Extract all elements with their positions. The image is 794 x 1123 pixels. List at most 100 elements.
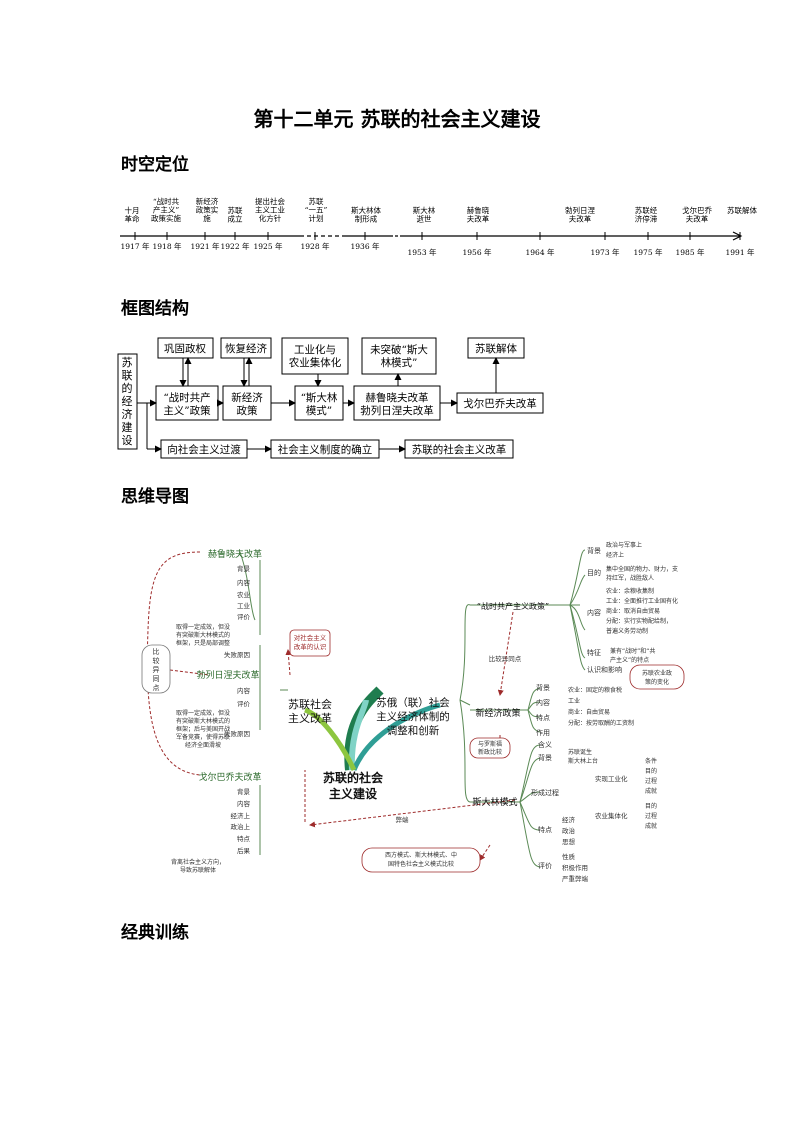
mm-compare-char: 异 — [153, 666, 160, 674]
mm-center-text: 主义建设 — [329, 786, 378, 801]
timeline-event-label: 主义工业 — [255, 205, 285, 215]
mm-leaf: 背景 — [536, 683, 550, 692]
mm-leaf: 评价 — [538, 862, 552, 870]
mm-leaf: 思想 — [562, 837, 576, 846]
timeline-event-label: 提出社会 — [255, 196, 285, 206]
frame-box-stalin — [294, 385, 344, 421]
mm-note: 西方模式、斯大林模式、中 — [385, 851, 457, 859]
mm-leaf: 条件 — [645, 757, 657, 765]
mm-left-main: 苏联社会 — [288, 697, 332, 711]
timeline-event-label: 苏联 — [309, 196, 324, 206]
timeline-event-label: 戈尔巴乔 — [682, 205, 712, 215]
mm-leaf: 商业：自由贸易 — [568, 708, 610, 716]
timeline-year: 1975 年 — [634, 247, 663, 257]
frame-top-text: 巩固政权 — [164, 342, 206, 355]
timeline-event-label: 计划 — [309, 213, 324, 223]
mm-leaf: 后果 — [237, 846, 251, 855]
timeline-event-label: 赫鲁晓 — [467, 205, 490, 215]
mm-note: 取得一定成效，但没 — [176, 623, 230, 631]
section-heading-exercises: 经典训练 — [121, 923, 189, 943]
mm-compare-char: 同 — [153, 675, 160, 683]
mm-leaf: 评价 — [237, 613, 251, 621]
mm-note: 经济全面滑坡 — [185, 741, 221, 749]
mm-compare-char: 较 — [153, 656, 160, 665]
mm-leaf: 性质 — [562, 852, 576, 861]
timeline-year: 1973 年 — [591, 247, 620, 257]
frame-box-reforms — [353, 385, 441, 421]
frame-box-industrialize — [281, 337, 349, 375]
mm-branch-stalin: 斯大林模式 — [472, 796, 517, 808]
mm-left-main: 主义改革 — [288, 711, 332, 725]
mm-leaf: 背景 — [237, 564, 251, 573]
mm-note: 框架，只是局部调整 — [176, 639, 230, 647]
timeline-year: 1925 年 — [254, 241, 283, 251]
mm-note: 有突破斯大林模式的 — [176, 717, 230, 725]
mm-leaf: 政治与军事上 — [606, 541, 642, 549]
timeline-event-label: 新经济 — [196, 196, 219, 206]
section-heading-mindmap: 思维导图 — [121, 487, 189, 507]
mm-leaf: 内容 — [237, 799, 251, 808]
mm-leaf: 普遍义务劳动制 — [606, 627, 648, 635]
mm-right-main: 苏俄（联）社会 — [376, 696, 450, 709]
timeline-year: 1917 年 — [121, 241, 150, 251]
timeline-event-label: 政策实施 — [151, 213, 181, 223]
mm-leaf: 特点 — [538, 825, 552, 834]
timeline-year: 1921 年 — [191, 241, 220, 251]
center-swoosh — [303, 686, 441, 772]
mind-map: 苏联的社会主义建设苏联社会主义改革苏俄（联）社会主义经济体制的调整和创新对社会主… — [141, 541, 685, 883]
mm-leaf: 政治 — [562, 826, 576, 835]
mm-branch-gorbachev: 戈尔巴乔夫改革 — [198, 771, 261, 783]
mm-leaf: 作用 — [536, 728, 550, 737]
mm-leaf: 工业：全面推行工业国有化 — [606, 597, 678, 605]
frame-bottom-text: 苏联的社会主义改革 — [412, 443, 507, 456]
mm-leaf: 成就 — [645, 822, 657, 830]
mm-leaf: 兼有“战时”和“共 — [610, 647, 655, 655]
mm-leaf: 商业：取消自由贸易 — [606, 607, 660, 615]
timeline-event-label: 苏联经 — [635, 205, 658, 215]
timeline-event-label: 斯大林 — [413, 205, 436, 215]
mm-note: 与罗斯福 — [478, 740, 502, 748]
mm-leaf: 内容 — [536, 698, 550, 707]
mm-leaf: 实现工业化 — [595, 774, 628, 783]
frame-top-text: 工业化与 — [294, 343, 336, 356]
mm-leaf: 严重弊端 — [562, 874, 589, 883]
mm-note: 取得一定成效，但没 — [176, 709, 230, 717]
timeline-event-label: 化方针 — [259, 213, 282, 223]
note-box-new-deal — [469, 737, 511, 759]
frame-mid-text: “战时共产 — [163, 391, 210, 404]
section-heading-frame: 框图结构 — [121, 299, 189, 319]
mm-leaf: 集中全国的物力、财力，支 — [606, 565, 678, 573]
frame-bottom-text: 社会主义制度的确立 — [278, 443, 373, 456]
note-box-reform-understanding — [289, 629, 331, 657]
frame-mid-text: 赫鲁晓夫改革 — [366, 391, 429, 404]
timeline-event-label: 苏联 — [228, 205, 243, 215]
mm-note: 比较异同点 — [489, 654, 522, 663]
mm-leaf: 特征 — [587, 648, 601, 657]
frame-side-char: 苏 — [122, 356, 133, 369]
frame-side-char: 联 — [122, 369, 133, 382]
mm-leaf: 积极作用 — [562, 863, 588, 872]
mm-note: 策的变化 — [645, 678, 669, 686]
mm-leaf: 经济上 — [606, 551, 624, 559]
timeline-year: 1964 年 — [526, 247, 555, 257]
timeline-year: 1936 年 — [351, 241, 380, 251]
timeline-year: 1953 年 — [408, 247, 437, 257]
note-box-model-compare — [361, 847, 481, 873]
timeline-event-label: 勃列日涅 — [565, 205, 595, 215]
mm-note-text: 对社会主义 — [294, 633, 327, 642]
mm-branch-war: “战时共产主义政策” — [477, 601, 549, 611]
mm-leaf: 产主义”的特点 — [610, 656, 649, 664]
mm-leaf: 分配：实行实物配给制， — [606, 617, 672, 625]
mm-leaf: 内容 — [237, 578, 251, 587]
timeline-event-label: 十月 — [125, 205, 140, 215]
mm-leaf: 成就 — [645, 787, 657, 795]
mm-note: 有突破斯大林模式的 — [176, 631, 230, 639]
section-heading-timeline: 时空定位 — [121, 155, 189, 175]
frame-box-nep — [222, 385, 272, 421]
mm-leaf: 目的 — [645, 767, 657, 775]
note-box-agri-policy — [629, 664, 685, 690]
timeline-year: 1922 年 — [221, 241, 250, 251]
mm-leaf: 失败原因 — [224, 650, 250, 659]
mm-leaf: 政治上 — [231, 822, 251, 831]
frame-side-char: 经 — [122, 395, 133, 408]
